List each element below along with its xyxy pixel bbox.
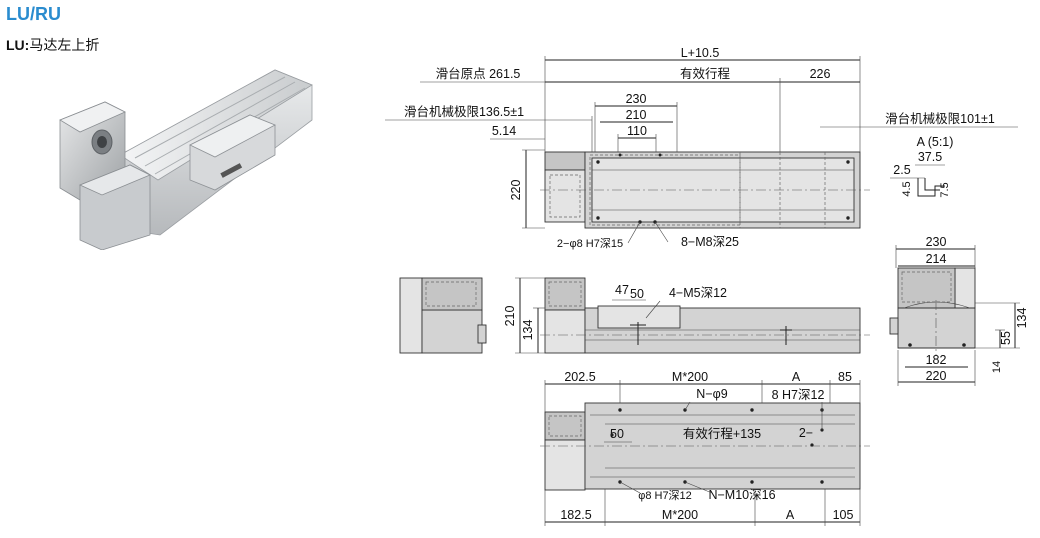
subtitle-prefix: LU:: [6, 37, 30, 53]
dim-134-front: 134: [521, 320, 535, 341]
dim-134-end: 134: [1015, 308, 1029, 329]
dim-overall: L+10.5: [681, 46, 720, 60]
dim-105: 105: [833, 508, 854, 522]
dim-226: 226: [810, 67, 831, 81]
dim-right-limit: 滑台机械极限101±1: [885, 111, 995, 126]
page-subtitle: LU:马达左上折: [6, 35, 99, 55]
carriage-front: [597, 305, 681, 329]
note-two: 2−: [799, 426, 813, 440]
bottom-view: 202.5 M*200 A 85 N−φ9 8 H7深12 50 有效行程+13…: [540, 370, 870, 526]
detail-a-d25: 2.5: [893, 163, 910, 177]
dim-origin: 滑台原点 261.5: [436, 66, 521, 81]
note-pin-top: 8 H7深12: [772, 388, 825, 402]
dim-47: 47: [615, 283, 629, 297]
side-view-left: [399, 277, 487, 354]
dim-85: 85: [838, 370, 852, 384]
dim-14-end: 14: [991, 361, 1003, 373]
end-view: 230 214 134 55 182 220 14: [889, 235, 1029, 386]
dim-220: 220: [509, 180, 523, 201]
front-view: 47 50 4−M5深12 210 134: [503, 277, 870, 354]
dim-55-end: 55: [999, 331, 1013, 345]
dim-182-end: 182: [926, 353, 947, 367]
note-m5-tap: 4−M5深12: [669, 286, 727, 300]
product-photo: [59, 69, 313, 250]
dim-stroke: 有效行程: [680, 66, 731, 81]
dim-2025: 202.5: [564, 370, 595, 384]
detail-a-d45: 4.5: [901, 181, 913, 196]
dim-214-end: 214: [926, 252, 947, 266]
dim-50: 50: [630, 287, 644, 301]
detail-a-title: A (5:1): [917, 135, 954, 149]
dim-210-front: 210: [503, 306, 517, 327]
detail-a-d375: 37.5: [918, 150, 942, 164]
note-pin-bottom: φ8 H7深12: [638, 489, 692, 502]
dim-a-top: A: [792, 370, 801, 384]
note-n-m10: N−M10深16: [708, 488, 775, 502]
detail-a: A (5:1) 37.5 2.5 4.5 7.5: [890, 135, 953, 198]
subtitle-text: 马达左上折: [29, 37, 100, 53]
note-pin-holes: 2−φ8 H7深15: [557, 237, 623, 250]
note-tap-holes: 8−M8深25: [681, 235, 739, 249]
dim-514: 5.14: [492, 124, 516, 138]
dim-230: 230: [626, 92, 647, 106]
dim-110: 110: [627, 124, 647, 138]
dim-230-end: 230: [926, 235, 947, 249]
top-view: L+10.5 滑台原点 261.5 有效行程 226 滑台机械极限136.5±1…: [385, 46, 1018, 250]
page-title: LU/RU: [6, 4, 61, 24]
note-stroke-135: 有效行程+135: [683, 426, 761, 441]
detail-a-d75: 7.5: [939, 182, 951, 197]
dim-left-limit: 滑台机械极限136.5±1: [404, 104, 524, 119]
dim-a-bottom: A: [786, 508, 795, 522]
dim-210: 210: [626, 108, 647, 122]
dim-1825: 182.5: [560, 508, 591, 522]
dim-m200-bottom: M*200: [662, 508, 698, 522]
note-n-phi9: N−φ9: [696, 387, 727, 401]
motor-flange: [544, 151, 586, 171]
dim-220-end: 220: [926, 369, 947, 383]
dim-m200-top: M*200: [672, 370, 708, 384]
dim-50-bottom: 50: [610, 427, 624, 441]
